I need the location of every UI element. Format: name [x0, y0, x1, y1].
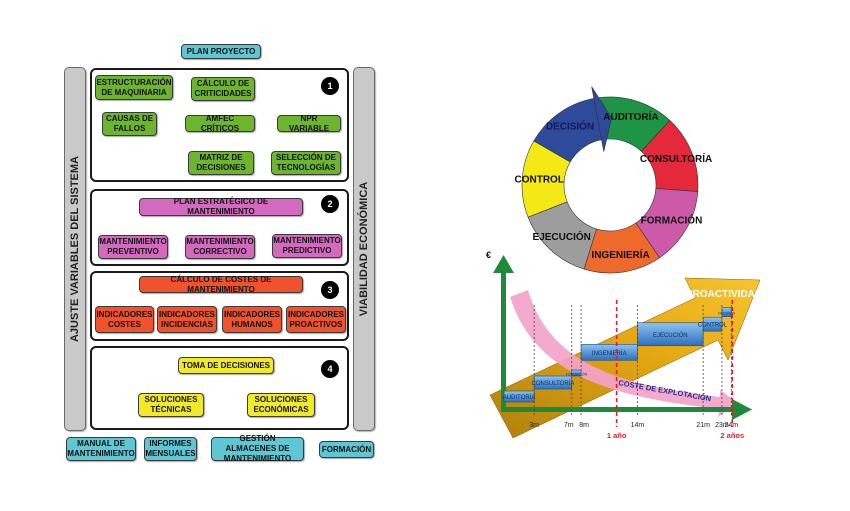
phase-label: CONSULTORÍA	[532, 380, 575, 387]
phase-label: INGENIERÍA	[592, 350, 627, 357]
box-manual-mantenimiento: MANUAL DE MANTENIMIENTO	[66, 437, 136, 461]
left-bar-label: AJUSTE VARIABLES DEL SISTEMA	[69, 155, 81, 343]
x-axis	[501, 399, 752, 420]
x-tick-label: 14m	[631, 422, 645, 429]
phase-box	[702, 316, 723, 332]
box-causas-fallos: CAUSAS DE FALLOS	[102, 112, 157, 136]
box-ind-incidencias: INDICADORES INCIDENCIAS	[157, 306, 217, 333]
cycle-segment-label: DECISIÓN	[546, 119, 594, 132]
coste-explotacion-curve	[510, 290, 738, 417]
timeline-chart: PROACTIVIDAD COSTE DE EXPLOTACIÓN € AUDI…	[486, 250, 762, 440]
section-number-badge: 1	[321, 77, 339, 95]
cycle-segment-label: EJECUCIÓN	[533, 230, 591, 243]
y-axis-label: €	[486, 250, 491, 260]
decision-arrowhead	[591, 86, 612, 152]
x-tick-label: 3m	[529, 422, 539, 429]
right-bar-label: VIABILIDAD ECONÓMICA	[358, 181, 370, 317]
phase-label: FORMACIÓN	[566, 372, 588, 377]
cycle-segment-label: INGENIERÍA	[591, 248, 649, 261]
box-mant-preventivo: MANTENIMIENTO PREVENTIVO	[98, 235, 168, 259]
x-tick-label: 21m	[696, 422, 710, 429]
cycle-segment-label: AUDITORÍA	[603, 110, 658, 123]
box-ind-proactivos: INDICADORES PROACTIVOS	[286, 306, 346, 333]
box-toma-decisiones: TOMA DE DECISIONES	[178, 357, 274, 374]
cycle-segment-label: CONTROL	[514, 175, 563, 186]
cycle-segment	[521, 140, 571, 218]
section-number-badge: 4	[321, 360, 339, 378]
box-ind-humanos: INDICADORES HUMANOS	[222, 306, 282, 333]
box-ind-costes: INDICADORES COSTES	[95, 306, 154, 333]
phase-label: AUDITORÍA	[503, 394, 536, 401]
box-soluciones-economicas: SOLUCIONES ECONÓMICAS	[247, 393, 315, 417]
phase-label: DECISIÓN	[718, 311, 735, 316]
cycle-segment-label: FORMACIÓN	[641, 214, 703, 227]
phase-box	[503, 390, 535, 403]
x-tick-label: 7m	[564, 422, 574, 429]
box-mant-predictivo: MANTENIMIENTO PREDICTIVO	[272, 234, 342, 258]
section-number-badge: 3	[321, 281, 339, 299]
box-calculo-criticidades: CÁLCULO DE CRITICIDADES	[191, 77, 255, 101]
box-matriz-decisiones: MATRIZ DE DECISIONES	[188, 151, 254, 175]
y-axis	[493, 255, 514, 409]
x-tick-label: 24m	[724, 422, 738, 429]
phase-label: EJECUCIÓN	[653, 332, 688, 339]
box-plan-estrategico: PLAN ESTRATÉGICO DE MANTENIMIENTO	[139, 197, 303, 216]
phase-box	[580, 344, 638, 361]
box-formacion: FORMACIÓN	[319, 441, 374, 458]
box-informes-mensuales: INFORMES MENSUALES	[144, 437, 197, 461]
x-tick-label: 23m	[715, 422, 729, 429]
section-number-badge: 2	[321, 195, 339, 213]
right-bar-viabilidad: VIABILIDAD ECONÓMICA	[353, 67, 375, 431]
phase-box	[721, 307, 732, 317]
phase-label: CONTROL	[698, 323, 728, 329]
left-bar-ajuste-variables: AJUSTE VARIABLES DEL SISTEMA	[64, 67, 86, 431]
proactividad-label: PROACTIVIDAD	[686, 289, 762, 300]
box-calculo-costes: CÁLCULO DE COSTES DE MANTENIMIENTO	[139, 275, 303, 294]
box-npr-variable: NPR VARIABLE	[277, 114, 341, 133]
box-gestion-almacenes: GESTIÓN ALMACENES DE MANTENIMIENTO	[211, 434, 304, 463]
box-mant-correctivo: MANTENIMIENTO CORRECTIVO	[185, 235, 255, 259]
box-soluciones-tecnicas: SOLUCIONES TÉCNICAS	[138, 393, 204, 417]
cycle-segment-label: CONSULTORÍA	[640, 152, 712, 165]
plan-proyecto-box: PLAN PROYECTO	[181, 44, 261, 59]
plan-proyecto-label: PLAN PROYECTO	[186, 46, 256, 56]
milestone-label: 1 año	[607, 431, 627, 440]
cycle-diagram: DECISIÓN AUDITORÍA CONSULTORÍA FORMACIÓN ING…	[514, 86, 712, 274]
milestone-label: 2 años	[720, 431, 744, 440]
box-seleccion-tecnologias: SELECCIÓN DE TECNOLOGÍAS	[271, 151, 341, 175]
box-estructuracion: ESTRUCTURACIÓN DE MAQUINARIA	[95, 75, 173, 100]
x-tick-label: 8m	[579, 422, 589, 429]
box-amfec-criticos: AMFEC CRÍTICOS	[185, 114, 255, 133]
